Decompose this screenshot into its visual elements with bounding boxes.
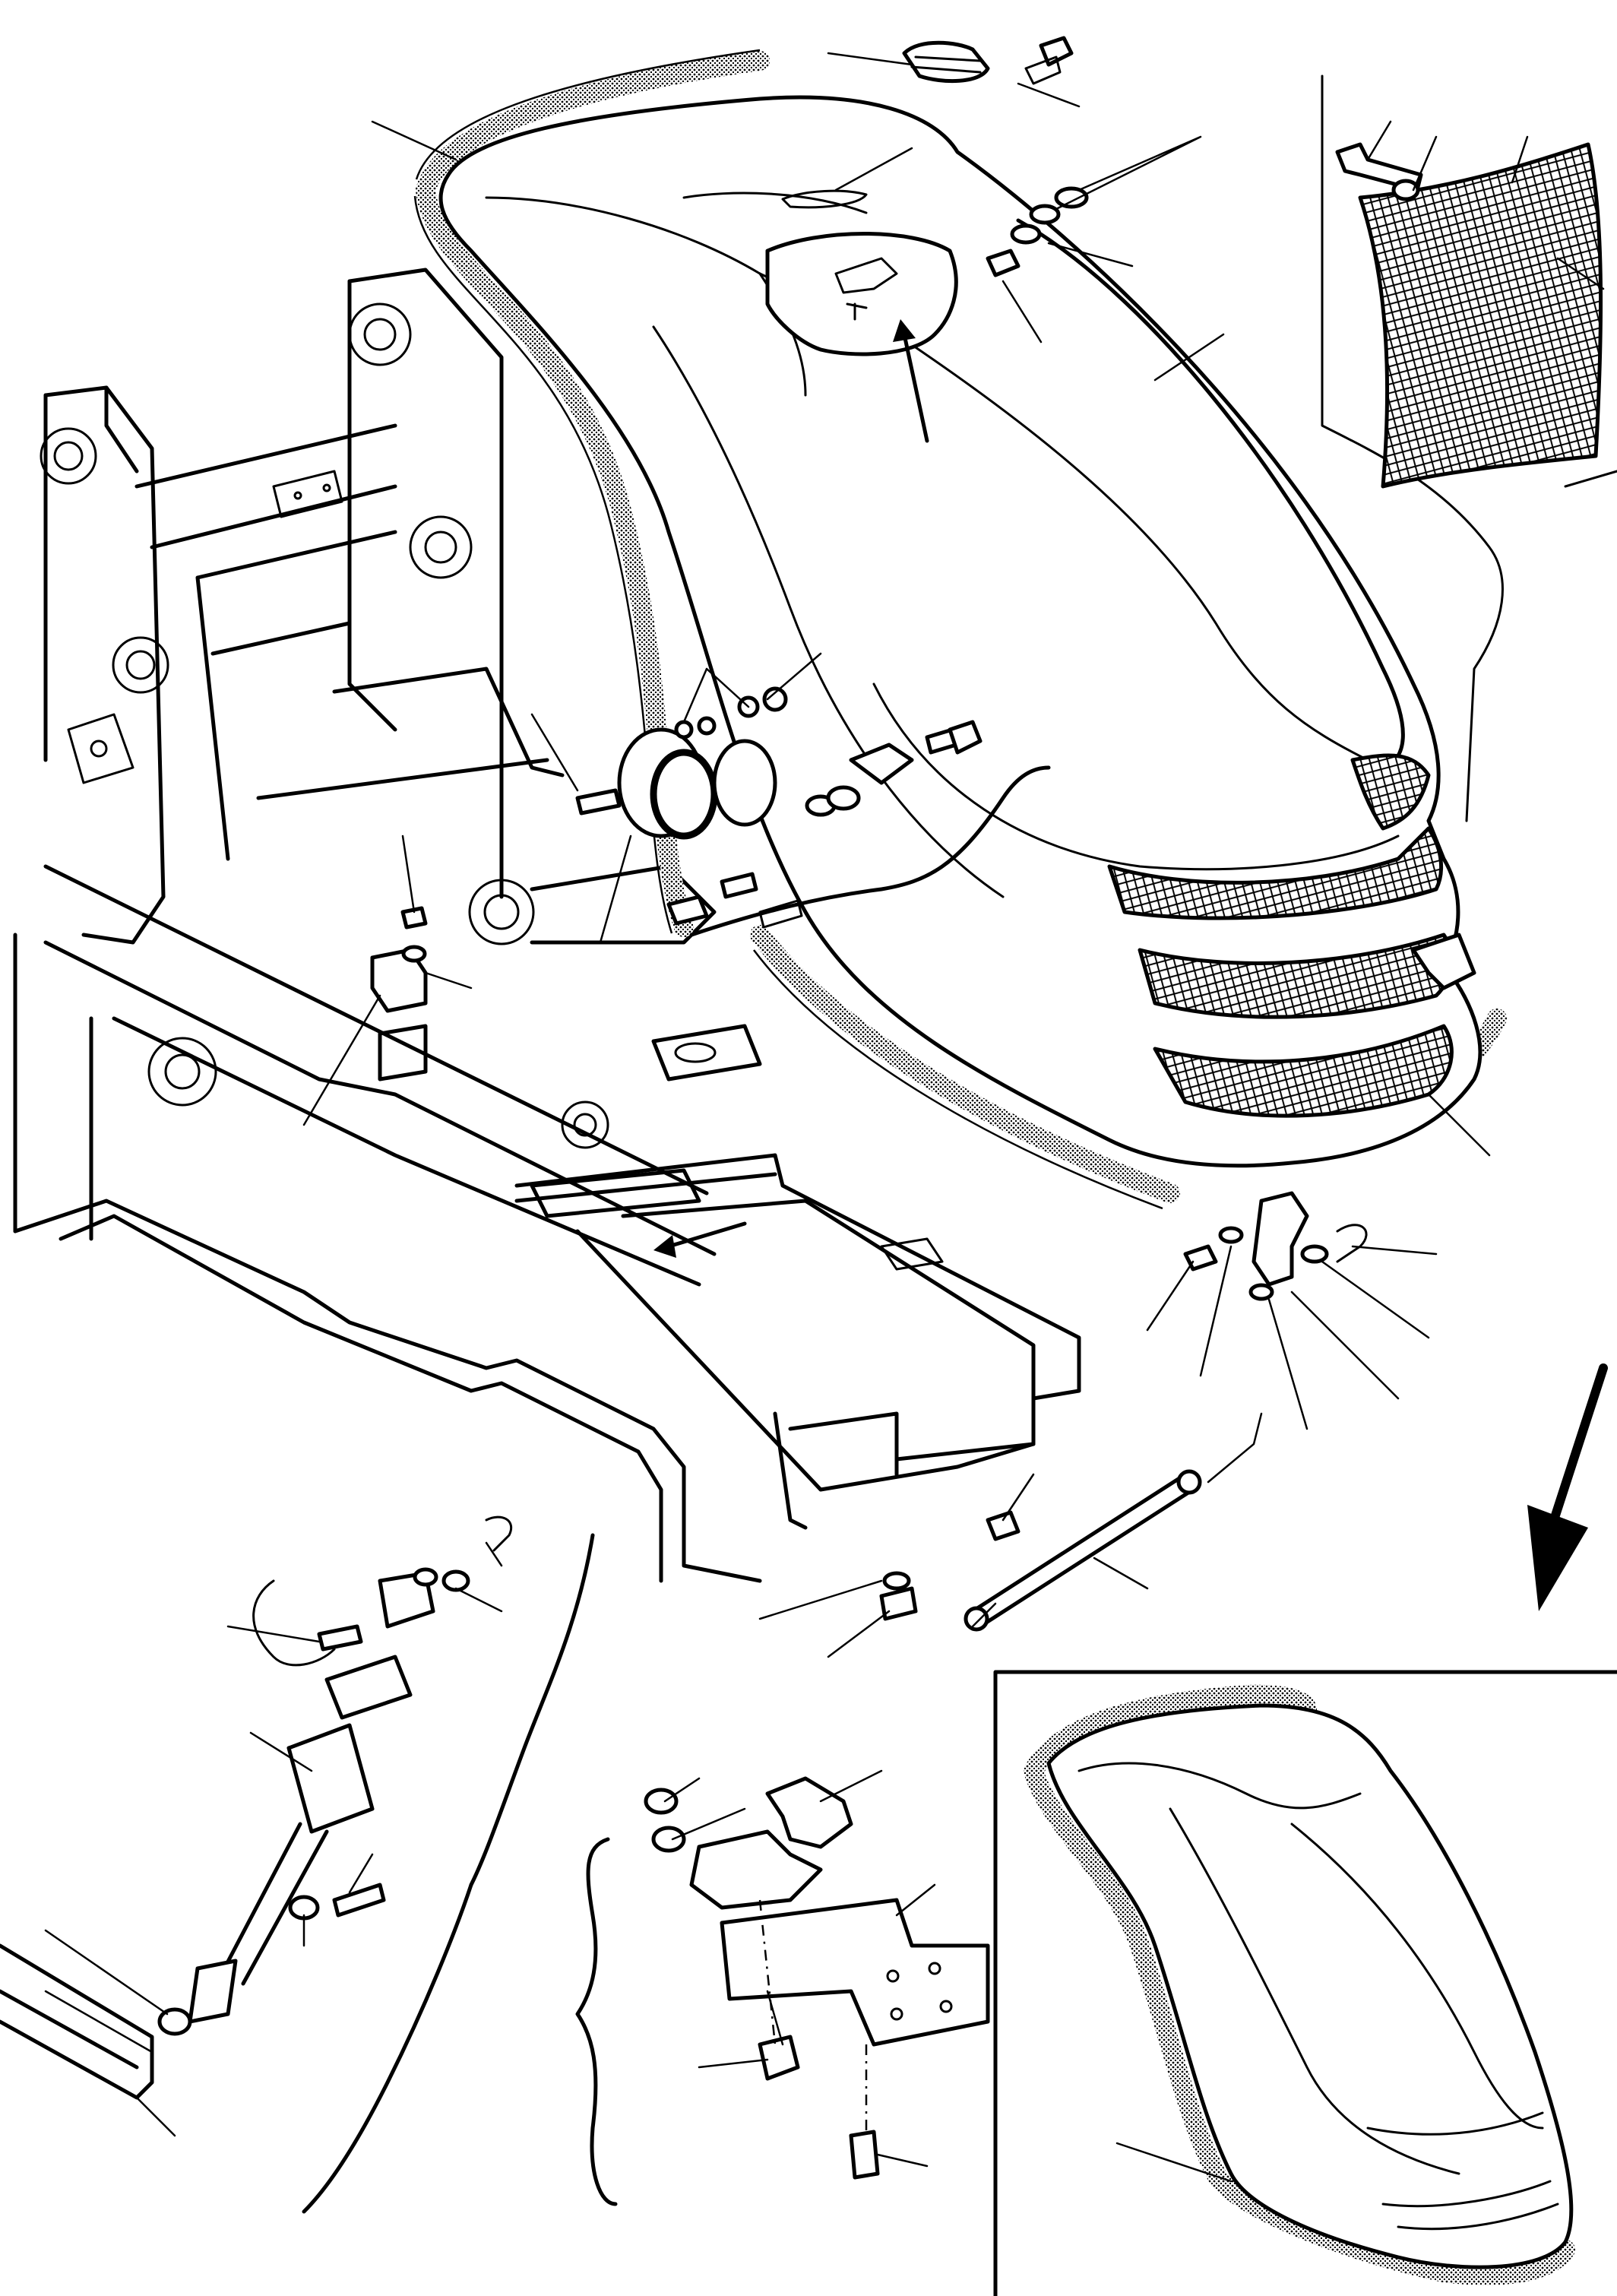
gas-strut-detail bbox=[0, 1515, 595, 2214]
grille-mesh-detail bbox=[1321, 74, 1617, 822]
direction-arrows bbox=[653, 319, 1608, 1611]
latch-bracket-detail bbox=[575, 1776, 990, 2206]
cutaway-arrow-icon bbox=[893, 319, 916, 342]
hood-assembled-inset bbox=[993, 1670, 1617, 2296]
large-arrow-icon bbox=[1527, 1505, 1588, 1611]
callout-leader-lines bbox=[44, 52, 1605, 2183]
engine-hood bbox=[413, 49, 1507, 1210]
chassis-frame bbox=[13, 268, 1081, 1583]
tray-arrow-icon bbox=[653, 1235, 676, 1258]
hood-hardware bbox=[370, 36, 1368, 1632]
